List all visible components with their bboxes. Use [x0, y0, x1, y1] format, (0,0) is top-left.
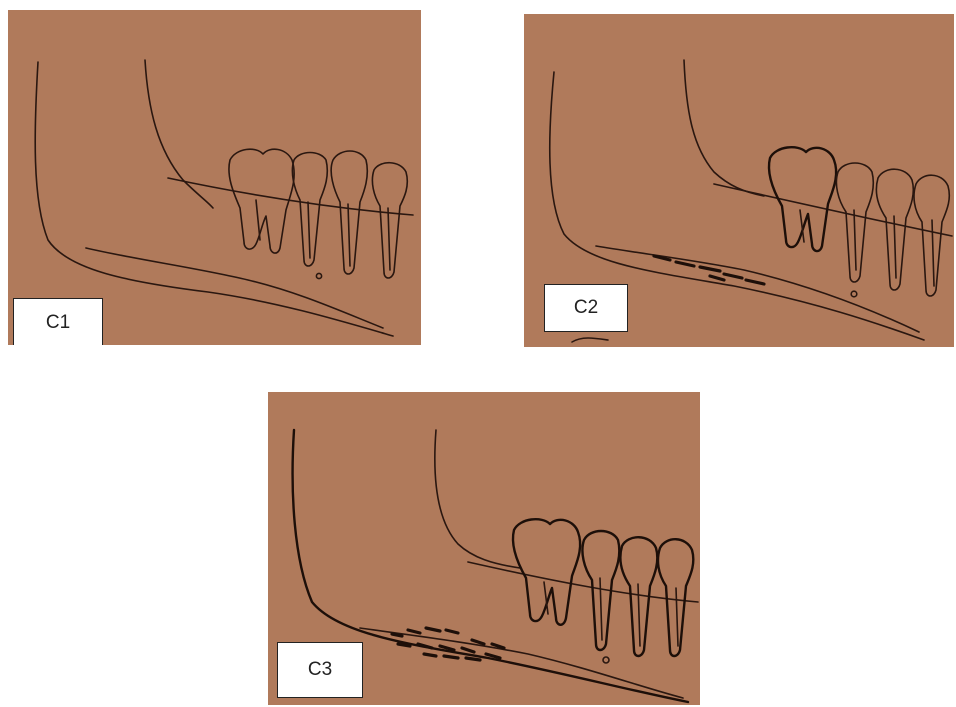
canal-markings: [654, 256, 764, 284]
inferior-cortex-line: [596, 246, 919, 332]
panel-label-c1: C1: [13, 298, 103, 345]
inferior-cortex-line: [360, 628, 683, 698]
premolar: [914, 175, 949, 296]
mental-foramen: [851, 291, 857, 297]
mandible-sketch-c1: [8, 10, 421, 345]
panel-label-c3: C3: [277, 642, 363, 698]
mental-foramen: [316, 273, 321, 278]
mental-foramen: [603, 657, 609, 663]
inferior-cortex-line: [86, 248, 383, 328]
panel-label-c2: C2: [544, 284, 628, 332]
anterior-ramus-line: [684, 60, 764, 196]
stray-mark: [572, 338, 608, 342]
third-molar: [513, 519, 580, 625]
panel-c3: C3: [268, 392, 700, 705]
panel-c1: C1: [8, 10, 421, 345]
anterior-ramus-line: [435, 430, 520, 568]
third-molar: [229, 149, 294, 253]
panel-c2: C2: [524, 14, 954, 347]
